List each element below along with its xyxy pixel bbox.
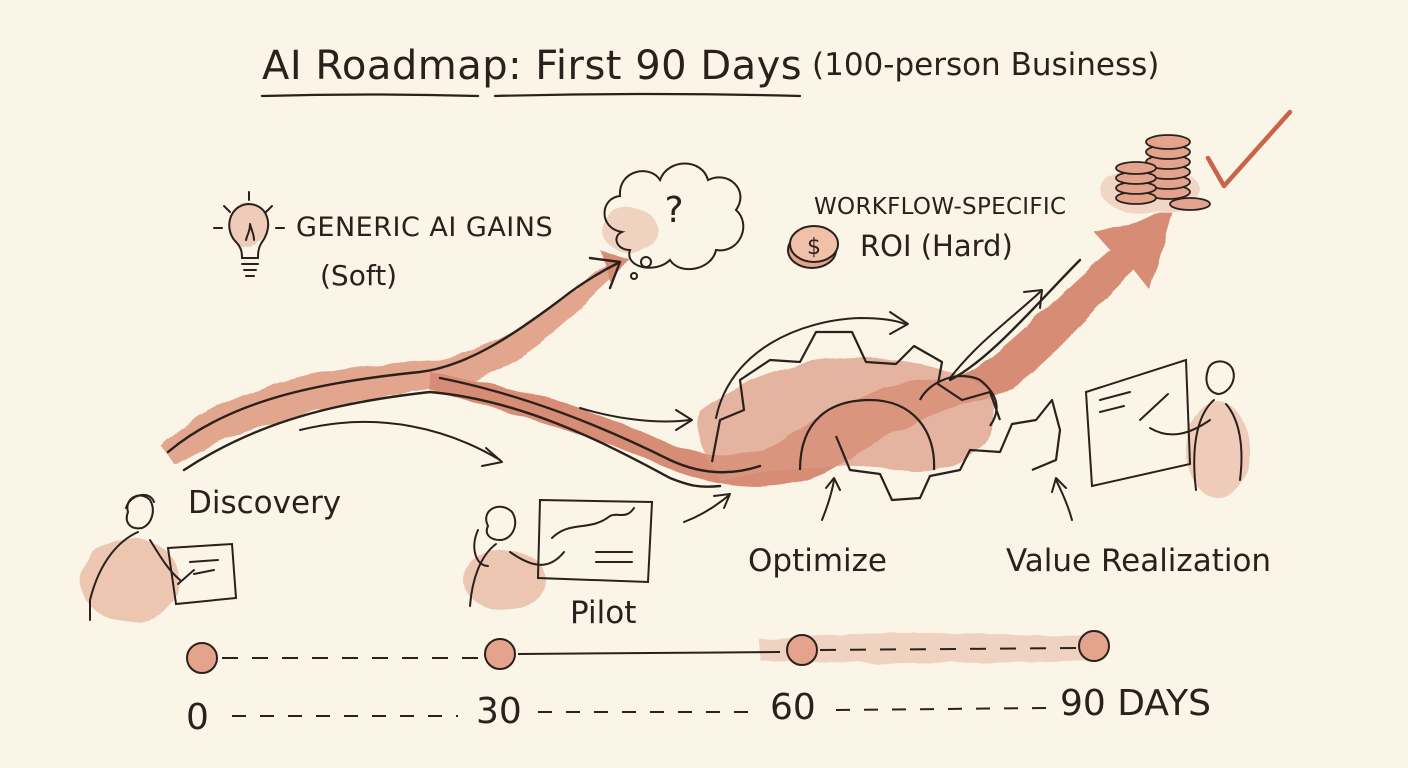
watercolor-wash bbox=[80, 166, 1250, 663]
timeline-mark-90-days: 90 DAYS bbox=[1060, 683, 1212, 724]
coin-stack-icon bbox=[1115, 134, 1211, 211]
checkmark-icon bbox=[1205, 109, 1293, 189]
stage-label-optimize: Optimize bbox=[748, 543, 888, 579]
gear-icon bbox=[710, 330, 1062, 502]
workflow-roi-label: WORKFLOW-SPECIFIC bbox=[814, 194, 1067, 220]
progress-arrow bbox=[299, 289, 1073, 523]
presenter-person-illustration bbox=[1084, 358, 1243, 491]
milestone-day-0 bbox=[186, 642, 218, 674]
workflow-roi-qualifier: ROI (Hard) bbox=[860, 229, 1013, 263]
cloud-question-mark: ? bbox=[664, 190, 683, 231]
milestone-day-30 bbox=[484, 638, 516, 670]
timeline-milestones bbox=[186, 630, 1110, 674]
page-title: AI Roadmap: First 90 Days bbox=[262, 43, 803, 89]
milestone-day-90 bbox=[1078, 630, 1110, 662]
coin-dollar-symbol: $ bbox=[807, 235, 821, 260]
dollar-coin-icon bbox=[787, 225, 839, 269]
timeline-mark-60: 60 bbox=[770, 687, 816, 728]
timeline-mark-0: 0 bbox=[186, 697, 209, 738]
timeline-mark-30: 30 bbox=[476, 691, 522, 732]
generic-gains-label: GENERIC AI GAINS bbox=[296, 212, 554, 243]
discovery-person-illustration bbox=[89, 493, 238, 621]
stage-label-pilot: Pilot bbox=[570, 595, 637, 631]
title-underline bbox=[260, 92, 802, 98]
thought-cloud-question-icon bbox=[603, 162, 745, 280]
page-subtitle: (100-person Business) bbox=[812, 47, 1160, 83]
pilot-person-illustration bbox=[469, 498, 654, 607]
stage-label-value-realization: Value Realization bbox=[1006, 543, 1272, 579]
roadmap-path bbox=[166, 256, 1082, 488]
milestone-day-60 bbox=[786, 634, 818, 666]
timeline bbox=[222, 647, 1083, 717]
lightbulb-icon bbox=[213, 191, 285, 277]
stage-label-discovery: Discovery bbox=[188, 485, 342, 521]
generic-gains-qualifier: (Soft) bbox=[320, 259, 398, 292]
